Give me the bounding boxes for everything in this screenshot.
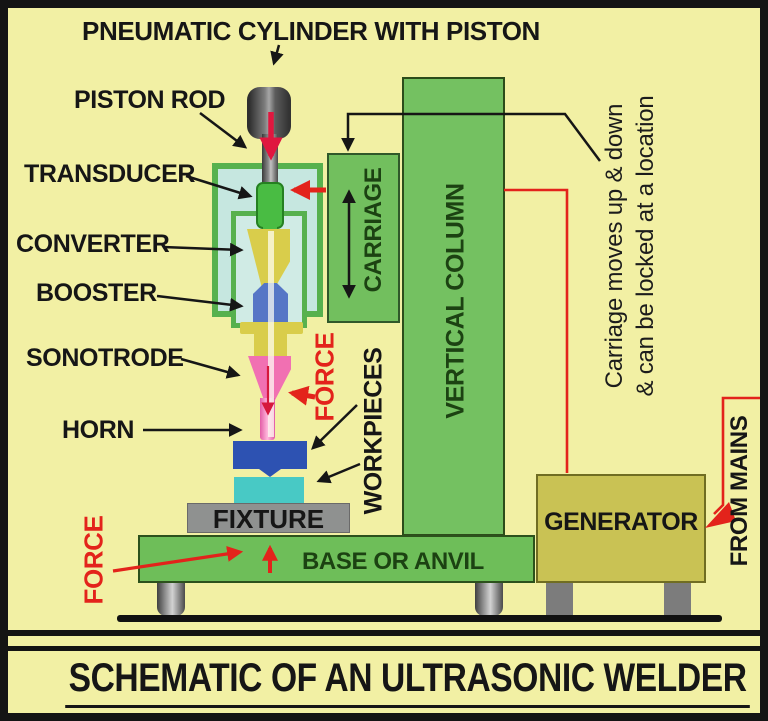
pneumatic-cylinder bbox=[247, 87, 291, 139]
piston-rod-pointer-arrow bbox=[199, 112, 248, 149]
generator-leg bbox=[546, 583, 573, 616]
base-anvil-label: BASE OR ANVIL bbox=[302, 548, 484, 575]
carriage-label: CARRIAGE bbox=[360, 167, 387, 293]
floor-line bbox=[117, 615, 722, 622]
frame-right bbox=[760, 0, 768, 721]
carriage-note-line2: & can be locked at a location bbox=[632, 95, 659, 397]
carriage-note-line1: Carriage moves up & down bbox=[601, 103, 628, 389]
divider-line-upper bbox=[0, 630, 768, 636]
converter-label: CONVERTER bbox=[16, 230, 170, 258]
carriage-block bbox=[327, 153, 400, 323]
transducer-label: TRANSDUCER bbox=[24, 160, 196, 188]
generator-leg bbox=[664, 583, 691, 616]
piston-rod-label: PISTON ROD bbox=[74, 86, 226, 114]
fixture-label: FIXTURE bbox=[212, 504, 325, 534]
axis-highlight bbox=[268, 231, 274, 437]
frame-left bbox=[0, 0, 8, 721]
force-label-mid: FORCE bbox=[309, 332, 340, 422]
workpieces-label: WORKPIECES bbox=[359, 347, 388, 515]
schematic-title: SCHEMATIC OF AN ULTRASONIC WELDER bbox=[65, 656, 750, 708]
frame-top bbox=[0, 0, 768, 8]
pneumatic-cylinder-label: PNEUMATIC CYLINDER WITH PISTON bbox=[82, 16, 540, 46]
generator-block bbox=[536, 474, 706, 583]
workpiece-pointer-arrow-bottom bbox=[316, 462, 361, 484]
sonotrode-label: SONOTRODE bbox=[26, 344, 184, 372]
force-label-left: FORCE bbox=[78, 515, 109, 605]
workpiece-energy-director bbox=[259, 469, 281, 477]
divider-line-lower bbox=[0, 646, 768, 651]
fixture-block bbox=[187, 503, 350, 533]
vertical-column-label: VERTICAL COLUMN bbox=[441, 183, 470, 419]
generator-wire bbox=[504, 188, 569, 473]
pneumatic-pointer-arrow bbox=[270, 44, 284, 66]
base-leg bbox=[157, 583, 185, 616]
transducer-part bbox=[256, 182, 284, 229]
from-mains-label: FROM MAINS bbox=[726, 415, 753, 567]
base-leg bbox=[475, 583, 503, 616]
generator-label: GENERATOR bbox=[544, 508, 698, 536]
carriage-note: Carriage moves up & down & can be locked… bbox=[599, 95, 661, 396]
horn-label: HORN bbox=[62, 416, 135, 444]
title-area: SCHEMATIC OF AN ULTRASONIC WELDER bbox=[0, 656, 768, 708]
frame-bottom bbox=[0, 713, 768, 721]
booster-label: BOOSTER bbox=[36, 279, 157, 307]
workpiece-bottom bbox=[234, 477, 304, 503]
sonotrode-pointer-arrow bbox=[180, 357, 241, 379]
workpiece-top bbox=[233, 441, 307, 469]
